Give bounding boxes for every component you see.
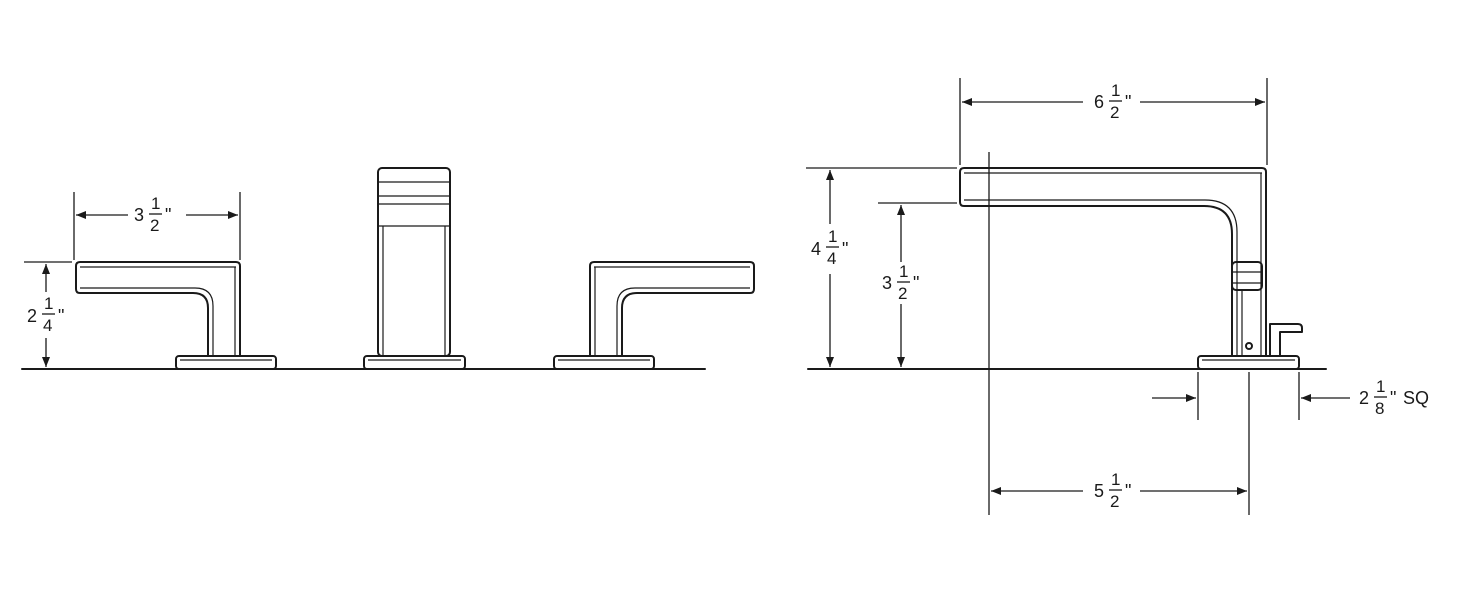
dim-reach-whole: 5 <box>1094 481 1104 501</box>
dim-total-height-den: 4 <box>827 249 836 268</box>
dim-handle-height-unit: " <box>58 306 64 326</box>
dim-spout-length-num: 1 <box>1111 81 1120 100</box>
dim-handle-width-whole: 3 <box>134 205 144 225</box>
dim-spout-height-den: 2 <box>898 284 907 303</box>
left-handle <box>75 261 277 370</box>
dim-spout-length-whole: 6 <box>1094 92 1104 112</box>
dim-base-square-whole: 2 <box>1359 388 1369 408</box>
dim-reach-den: 2 <box>1110 492 1119 511</box>
dim-reach-num: 1 <box>1111 470 1120 489</box>
center-spout-front <box>363 167 466 370</box>
dim-base-square-den: 8 <box>1375 399 1384 418</box>
dim-handle-width: 3 1 2 " <box>73 192 241 260</box>
side-view: 6 1 2 " 4 1 4 " 3 1 2 " <box>806 78 1429 515</box>
dim-spout-length-den: 2 <box>1110 103 1119 122</box>
dim-reach: 5 1 2 " <box>991 470 1247 511</box>
dim-total-height-unit: " <box>842 239 848 259</box>
dim-total-height-whole: 4 <box>811 239 821 259</box>
dim-handle-height: 2 1 4 " <box>24 261 72 367</box>
dim-total-height-num: 1 <box>828 227 837 246</box>
dim-reach-unit: " <box>1125 481 1131 501</box>
dim-spout-height: 3 1 2 " <box>878 202 957 370</box>
front-view: 3 1 2 " 2 1 4 " <box>21 167 755 370</box>
dim-base-square-num: 1 <box>1376 377 1385 396</box>
dim-spout-height-unit: " <box>913 273 919 293</box>
dim-handle-height-whole: 2 <box>27 306 37 326</box>
right-handle <box>553 261 755 370</box>
side-spout <box>959 167 1303 370</box>
dim-total-height: 4 1 4 " <box>806 167 957 367</box>
dim-base-square-unit: " <box>1390 388 1396 408</box>
dim-handle-width-num: 1 <box>151 194 160 213</box>
dim-handle-height-den: 4 <box>43 316 52 335</box>
dim-spout-height-whole: 3 <box>882 273 892 293</box>
dim-handle-height-num: 1 <box>44 294 53 313</box>
dim-handle-width-unit: " <box>165 205 171 225</box>
dim-spout-height-num: 1 <box>899 262 908 281</box>
dim-base-square-suffix: SQ <box>1403 388 1429 408</box>
dim-handle-width-den: 2 <box>150 216 159 235</box>
dim-spout-length-unit: " <box>1125 92 1131 112</box>
dim-spout-length: 6 1 2 " <box>959 78 1268 165</box>
dim-base-square: 2 1 8 " SQ <box>1152 372 1429 420</box>
